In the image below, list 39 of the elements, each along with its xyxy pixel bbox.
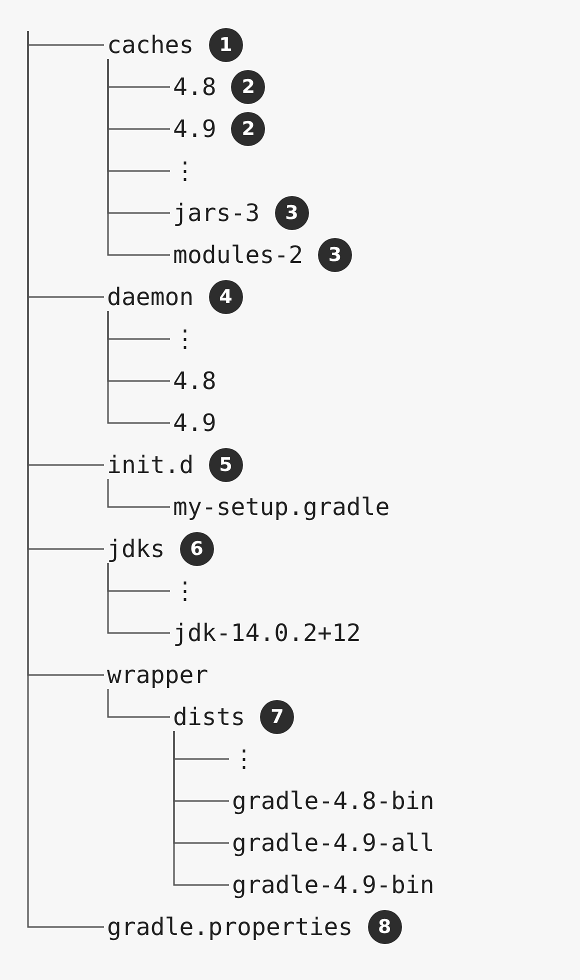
folder-name: 4.9 [173, 409, 216, 437]
folder-name: wrapper [107, 661, 208, 689]
folder-name: 4.9 [173, 115, 216, 143]
callout-number: 8 [368, 910, 402, 944]
callout-number: 1 [208, 28, 243, 62]
folder-name: 4.8 [173, 367, 216, 395]
folder-name: modules-2 [173, 241, 304, 269]
folder-name: 4.8 [173, 73, 216, 101]
callout-number: 3 [274, 196, 309, 230]
tree-connector [107, 479, 170, 508]
callout-number: 7 [260, 700, 294, 734]
tree-connector [107, 59, 170, 256]
tree-connector [107, 563, 170, 634]
callout-number: 6 [180, 532, 214, 566]
callout-number: 3 [318, 238, 352, 272]
callout-number: 4 [208, 280, 243, 314]
folder-name: daemon [107, 283, 194, 311]
folder-name: dists [173, 703, 246, 731]
folder-name: init.d [107, 451, 194, 479]
folder-name: caches [107, 31, 194, 59]
folder-name: jdk-14.0.2+12 [173, 619, 361, 647]
folder-name: jdks [107, 535, 165, 563]
folder-name: gradle-4.8-bin [232, 787, 434, 815]
callout-number: 5 [208, 448, 243, 482]
vertical-ellipsis: ⋮ [173, 325, 197, 353]
file-name: my-setup.gradle [173, 493, 390, 521]
folder-name: jars-3 [173, 199, 260, 227]
tree-connector [27, 31, 104, 928]
folder-name: gradle-4.9-bin [232, 871, 434, 899]
tree-connector [107, 311, 170, 424]
tree-connector [173, 731, 229, 886]
vertical-ellipsis: ⋮ [173, 157, 197, 185]
file-name: gradle.properties [107, 913, 353, 941]
tree-connector [107, 689, 170, 718]
vertical-ellipsis: ⋮ [232, 745, 256, 773]
vertical-ellipsis: ⋮ [173, 577, 197, 605]
folder-name: gradle-4.9-all [232, 829, 434, 857]
callout-number: 2 [231, 112, 266, 146]
callout-number: 2 [231, 70, 266, 104]
